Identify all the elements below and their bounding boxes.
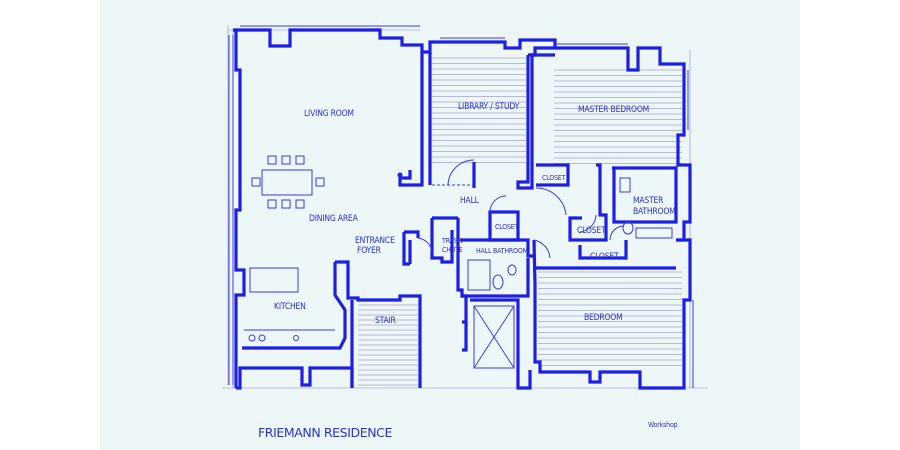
trash-chute-label-line2: CHUTE <box>442 246 463 254</box>
master-bathroom-label-line2: BATHROOM <box>633 207 676 217</box>
walls <box>233 28 692 390</box>
closet-label-4: CLOSET <box>590 252 619 262</box>
entrance-foyer-label-line1: ENTRANCE <box>355 236 395 246</box>
kitchen-island <box>244 267 335 342</box>
stair-label: STAIR <box>375 316 397 326</box>
kitchen-label: KITCHEN <box>274 302 306 312</box>
bathroom-fixtures <box>467 177 673 291</box>
living-room-label: LIVING ROOM <box>304 109 354 119</box>
elevator-shaft <box>473 305 515 369</box>
room-labels: LIVING ROOM LIBRARY / STUDY MASTER BEDRO… <box>274 102 676 326</box>
workshop-credit: Workshop <box>648 421 678 429</box>
master-bedroom-floor-hatch <box>554 69 682 164</box>
bedroom-label: BEDROOM <box>584 313 623 323</box>
master-bedroom-label: MASTER BEDROOM <box>578 105 649 115</box>
column-marker <box>397 172 403 178</box>
library-floor-hatch <box>432 57 526 163</box>
floor-plan: LIVING ROOM LIBRARY / STUDY MASTER BEDRO… <box>222 25 708 440</box>
dining-area-label: DINING AREA <box>309 214 359 224</box>
bedroom-floor-hatch <box>538 271 682 366</box>
windows <box>228 25 694 388</box>
hall-label: HALL <box>460 196 480 206</box>
trash-chute-label-line1: TRASH <box>441 237 462 245</box>
drawing-sheet: LIVING ROOM LIBRARY / STUDY MASTER BEDRO… <box>100 0 800 450</box>
master-bathroom-label-line1: MASTER <box>633 196 664 206</box>
hall-bathroom-label: HALL BATHROOM <box>476 247 528 255</box>
library-study-label: LIBRARY / STUDY <box>458 102 520 112</box>
drawing-title: FRIEMANN RESIDENCE <box>258 425 392 440</box>
closet-label-1: CLOSET <box>542 174 566 182</box>
dining-table <box>251 155 325 209</box>
door-swings <box>417 159 625 259</box>
closet-label-3: CLOSET <box>577 226 606 236</box>
stair-treads <box>358 304 418 386</box>
closet-label-2: CLOSET <box>495 223 519 231</box>
entrance-foyer-label-line2: FOYER <box>357 246 382 256</box>
